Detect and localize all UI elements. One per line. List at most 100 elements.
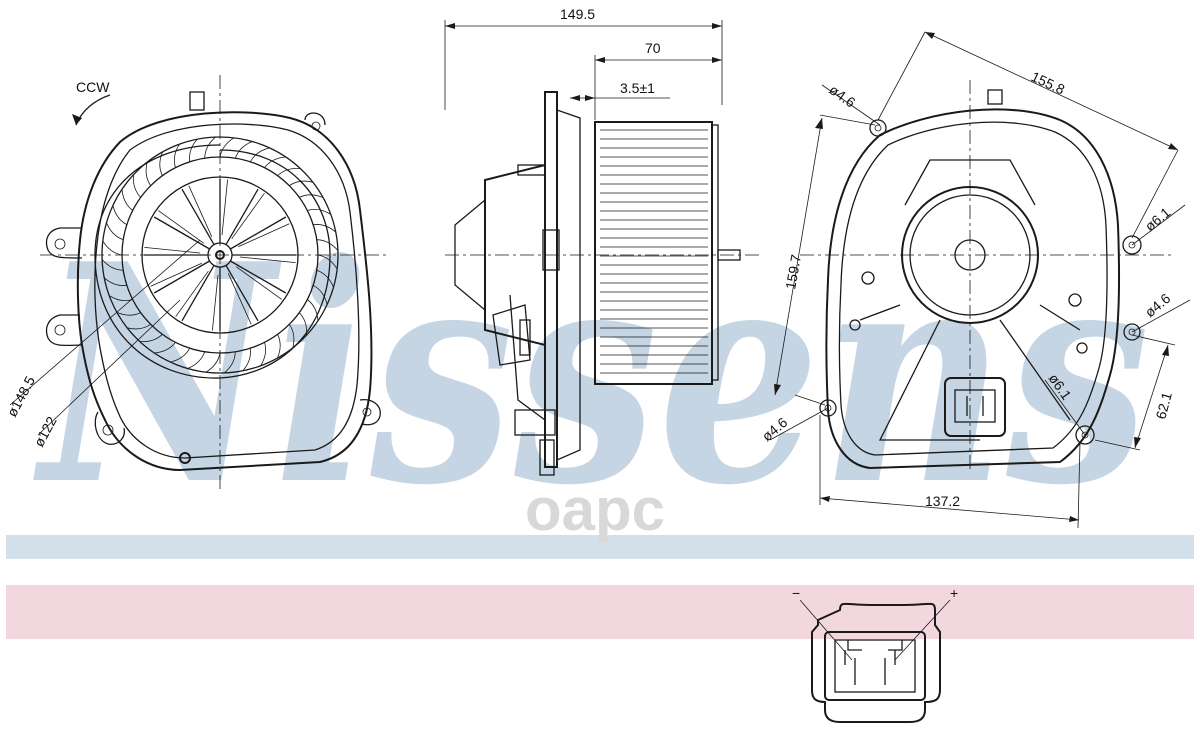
- fan-blade: [121, 189, 133, 211]
- rear-connector: [944, 377, 1006, 437]
- fan-blade: [317, 254, 338, 270]
- mount-ear-top: [189, 91, 326, 131]
- fan-blade: [316, 239, 339, 251]
- fan-blades: [101, 136, 339, 374]
- hub-spoke-edge: [212, 274, 219, 331]
- flange-width-label: 155.8: [1029, 68, 1068, 97]
- screw: [179, 452, 191, 464]
- hub-spoke: [225, 188, 259, 245]
- housing-outline: [76, 111, 373, 472]
- fan-blade: [277, 167, 301, 176]
- wheel-offset-label: 3.5±1: [620, 80, 655, 96]
- vertical-62-label: 62.1: [1152, 390, 1175, 421]
- hub-spoke: [225, 265, 259, 322]
- fan-blade: [260, 342, 266, 367]
- fan-blade: [187, 351, 206, 369]
- fan-blade: [313, 284, 328, 305]
- hub-spoke-edge: [238, 223, 290, 248]
- hub-spoke-edge: [144, 247, 201, 254]
- hole-left-lower: [819, 399, 837, 417]
- fan-blade: [307, 209, 332, 215]
- hub-spoke-edge: [158, 210, 205, 244]
- front-view: CCW ø148.5 ø122: [4, 75, 390, 490]
- fan-blade: [277, 334, 281, 359]
- hole-top: [869, 119, 887, 137]
- rear-housing-outline: [825, 108, 1121, 470]
- hub-spoke-edge: [227, 273, 252, 325]
- fan-blade: [159, 151, 163, 176]
- fan-blade: [249, 147, 270, 162]
- fan-blade: [299, 194, 324, 198]
- mount-ear-left-upper: [45, 227, 83, 259]
- blue-band: [6, 535, 1194, 559]
- overall-length-label: 149.5: [560, 6, 595, 22]
- connector-detail: − +: [792, 585, 958, 723]
- fan-blade: [307, 299, 319, 321]
- hole-bottom-right: [1075, 425, 1095, 445]
- flange-height-label: 159.7: [782, 253, 804, 290]
- pink-band: [6, 585, 1194, 639]
- fan-blade: [102, 240, 123, 256]
- hole-right-lower: [1123, 323, 1141, 341]
- fan-blade: [139, 334, 163, 343]
- ccw-arrow: [75, 94, 111, 126]
- fan-blade: [189, 138, 198, 162]
- wheel-length-label: 70: [645, 40, 661, 56]
- motor-circle: [901, 186, 1039, 324]
- minus-terminal-label: −: [792, 585, 800, 601]
- mount-ear-right: [359, 399, 381, 426]
- connector-body: [811, 602, 941, 723]
- fan-blade: [234, 141, 253, 159]
- fan-outer-ring: [101, 136, 339, 374]
- mount-ear-bottom: [94, 411, 126, 445]
- bottom-width-label: 137.2: [925, 493, 960, 509]
- hub-spoke-edge: [150, 262, 202, 287]
- fan-blade: [264, 156, 286, 168]
- hub-spoke: [230, 216, 287, 250]
- hole-a-label: ø4.6: [826, 81, 858, 110]
- fan-blade: [101, 259, 124, 271]
- fan-blade: [204, 136, 216, 159]
- hub-spoke: [181, 265, 215, 322]
- fan-blade: [313, 224, 337, 233]
- mount-ear-left-lower: [45, 314, 83, 347]
- connector-housing-side: [492, 304, 531, 366]
- hub-spoke: [153, 260, 210, 294]
- hub-spoke-edge: [239, 256, 296, 263]
- outer-diameter-label: ø148.5: [4, 373, 39, 419]
- fan-blade: [219, 137, 235, 158]
- fan-blade: [106, 222, 124, 241]
- fan-blade: [174, 143, 180, 168]
- fan-blade: [205, 352, 221, 373]
- fan-blade: [242, 348, 251, 372]
- hub-spoke-edge: [175, 270, 209, 317]
- hub-spoke: [153, 216, 210, 250]
- fan-blade: [103, 277, 127, 286]
- fan-blade: [224, 351, 236, 374]
- wheel-slats: [600, 129, 708, 374]
- fan-blade: [116, 312, 141, 316]
- fan-blade: [289, 180, 313, 187]
- fan-blade: [132, 174, 141, 198]
- fan-blade: [145, 162, 152, 186]
- plus-terminal-label: +: [950, 585, 958, 601]
- shaft: [717, 249, 741, 261]
- fan-blade: [288, 324, 295, 348]
- hub-spoke-edge: [188, 185, 213, 237]
- hub-spoke: [230, 260, 287, 294]
- fan-blade: [170, 348, 191, 363]
- hub: [141, 176, 299, 334]
- hole-right-upper: [1122, 235, 1142, 255]
- fan-blade: [299, 312, 308, 336]
- fan-blade: [112, 205, 127, 226]
- hub-spoke-edge: [235, 266, 282, 300]
- fan-blade: [127, 323, 151, 330]
- fan-blade: [154, 342, 176, 354]
- oapc-watermark: oapc: [525, 476, 665, 543]
- hub-spoke: [181, 188, 215, 245]
- brand-watermark: Nissens: [32, 198, 1150, 551]
- hub-spokes: [144, 179, 296, 331]
- hub-spoke-edge: [221, 179, 228, 236]
- side-view: 149.5 70 3.5±1: [444, 6, 760, 476]
